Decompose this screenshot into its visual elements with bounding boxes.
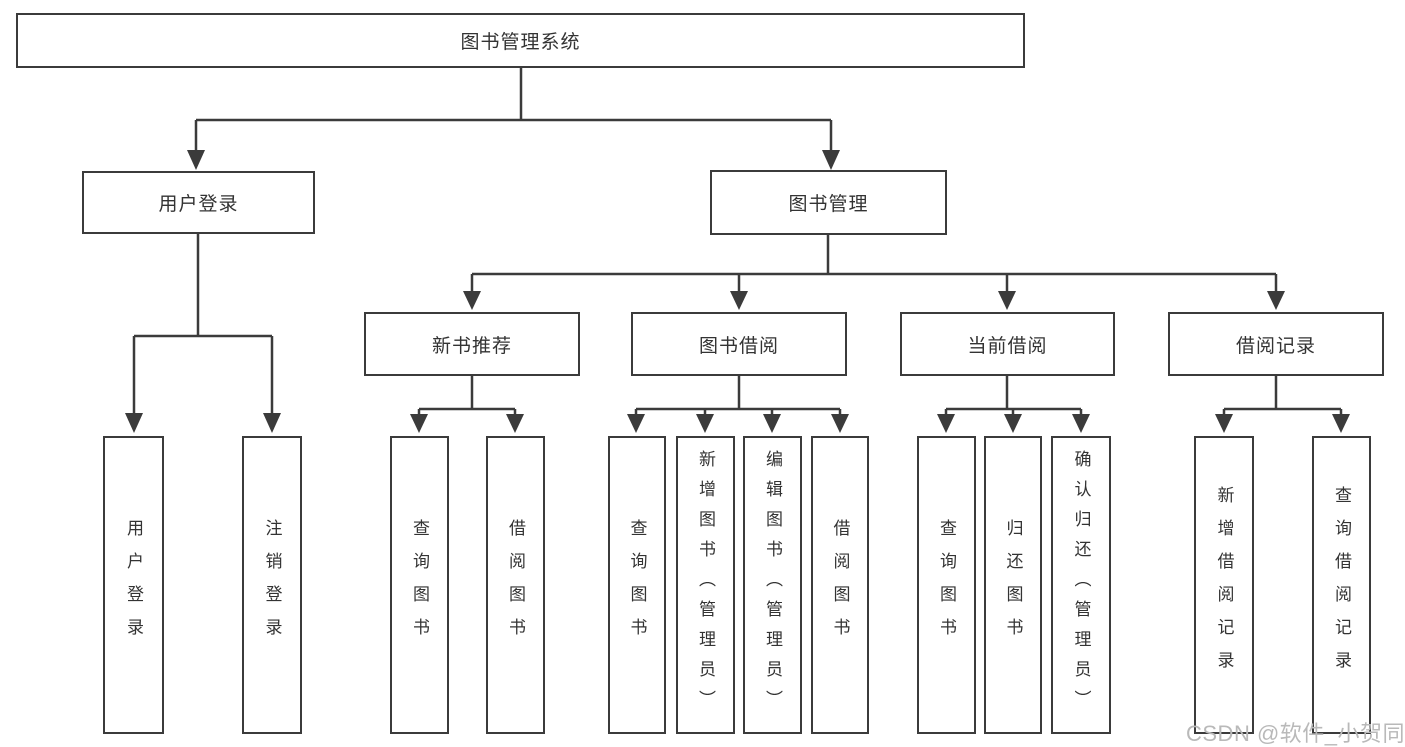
- leaf-logout: 注销登录: [242, 436, 302, 734]
- leaf-borrow-books: 借阅图书: [811, 436, 869, 734]
- leaf-query-books-borrow: 查询图书: [608, 436, 666, 734]
- node-borrow-record: 借阅记录: [1168, 312, 1384, 376]
- leaf-borrow-books-recommend: 借阅图书: [486, 436, 545, 734]
- node-book-management: 图书管理: [710, 170, 947, 235]
- leaf-query-borrow-record: 查询借阅记录: [1312, 436, 1371, 734]
- leaf-query-books-current: 查询图书: [917, 436, 976, 734]
- node-new-book-recommend: 新书推荐: [364, 312, 580, 376]
- node-user-login: 用户登录: [82, 171, 315, 234]
- leaf-confirm-return-admin: 确认归还（管理员）: [1051, 436, 1111, 734]
- node-current-borrow: 当前借阅: [900, 312, 1115, 376]
- leaf-return-books: 归还图书: [984, 436, 1042, 734]
- csdn-watermark: CSDN @软件_小贺同学: [1186, 721, 1405, 746]
- leaf-add-borrow-record: 新增借阅记录: [1194, 436, 1254, 734]
- leaf-edit-books-admin: 编辑图书（管理员）: [743, 436, 802, 734]
- node-book-borrow: 图书借阅: [631, 312, 847, 376]
- leaf-query-books-recommend: 查询图书: [390, 436, 449, 734]
- leaf-user-login: 用户登录: [103, 436, 164, 734]
- arrowheads: [125, 150, 1350, 433]
- leaf-add-books-admin: 新增图书（管理员）: [676, 436, 735, 734]
- node-root-system: 图书管理系统: [16, 13, 1025, 68]
